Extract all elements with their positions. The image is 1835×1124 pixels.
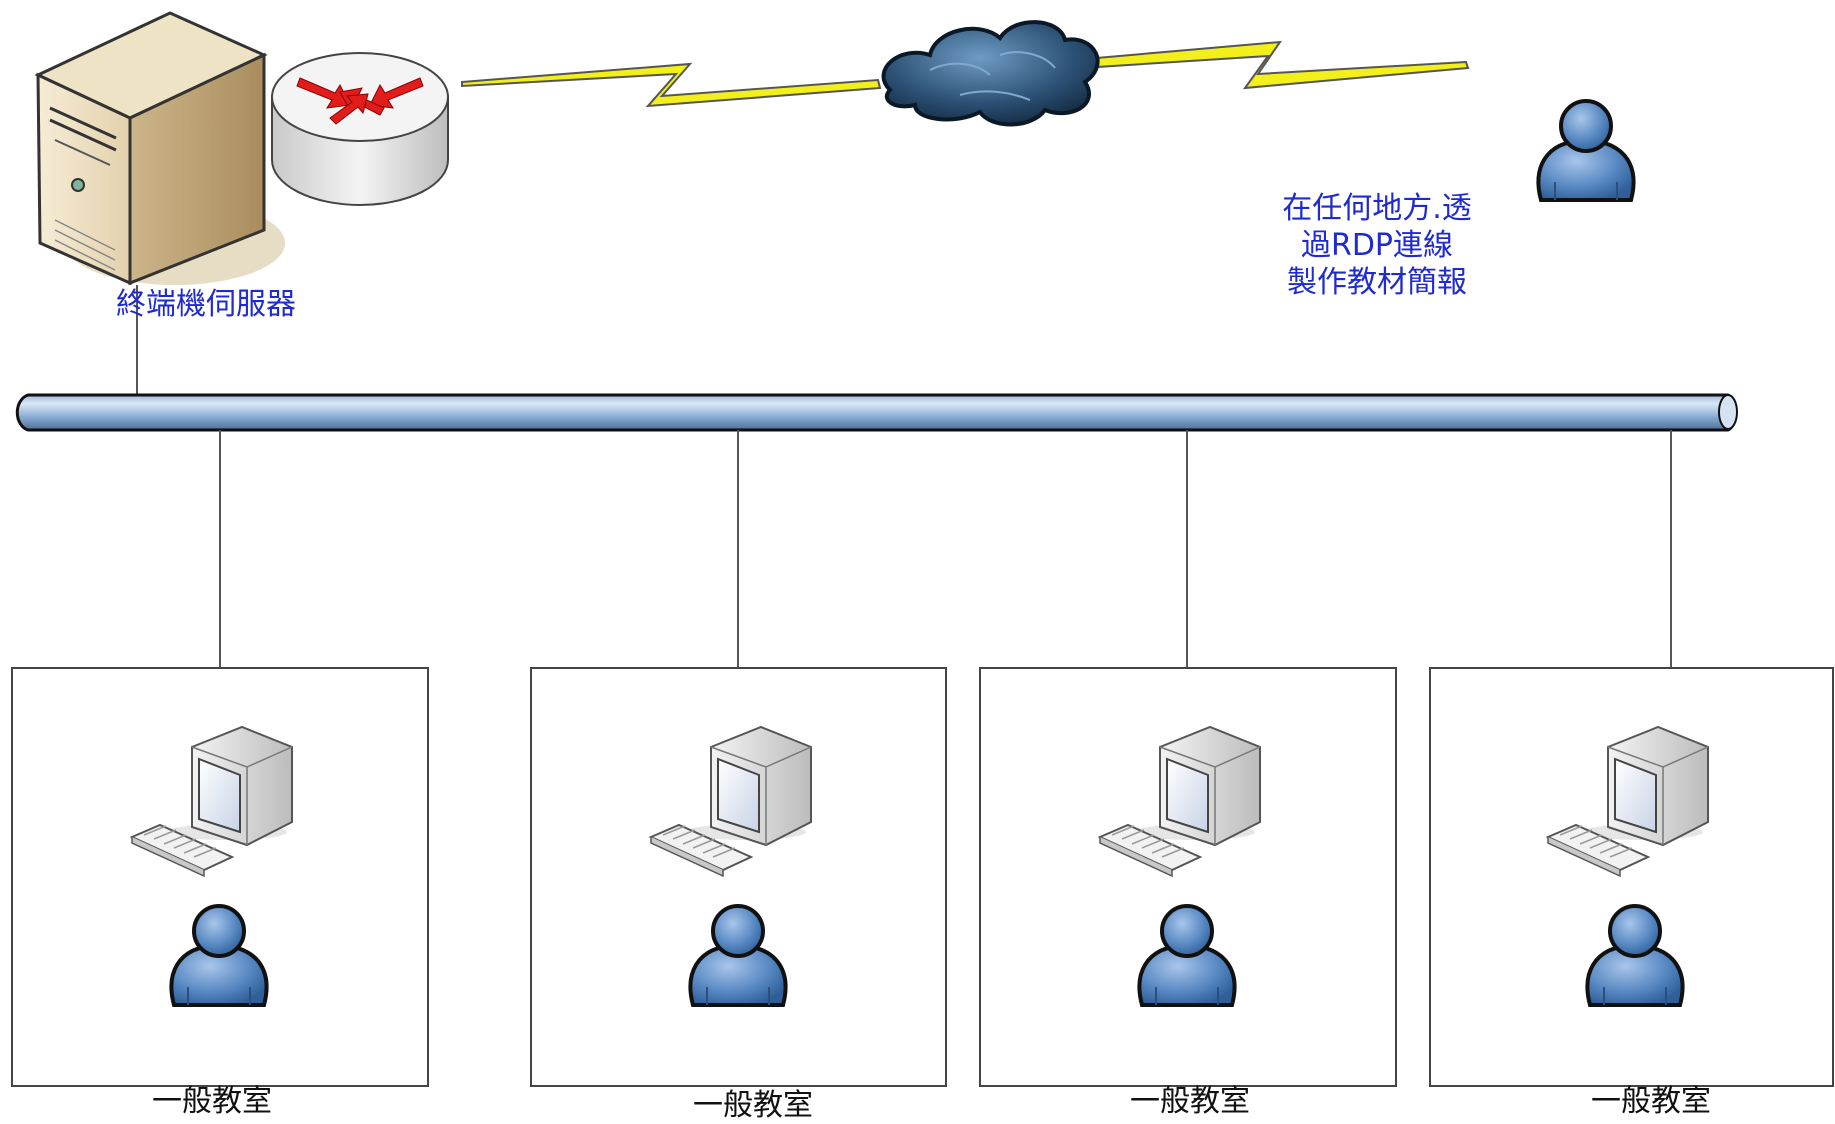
classroom-box	[11, 667, 429, 1087]
remote-label-line: 過RDP連線	[1300, 228, 1454, 263]
user-icon	[1536, 99, 1636, 202]
classroom-label: 一般教室	[1130, 1084, 1250, 1119]
remote-label-line: 製作教材簡報	[1287, 265, 1467, 300]
router-icon	[271, 52, 449, 206]
lightning-link-icon	[461, 62, 882, 108]
network-bus-pipe	[15, 393, 1738, 432]
classroom-label: 一般教室	[152, 1084, 272, 1119]
server-tower-icon	[34, 11, 285, 286]
classroom-box	[530, 667, 947, 1087]
lightning-link-icon	[1049, 40, 1470, 90]
remote-user-label: 在任何地方.透 過RDP連線 製作教材簡報	[1262, 190, 1492, 301]
classroom-box	[1429, 667, 1834, 1087]
classroom-label: 一般教室	[1591, 1084, 1711, 1119]
server-label: 終端機伺服器	[116, 287, 296, 322]
internet-cloud-icon	[881, 20, 1100, 127]
classroom-box	[979, 667, 1397, 1087]
classroom-label: 一般教室	[693, 1088, 813, 1123]
remote-label-line: 在任何地方.透	[1282, 191, 1472, 226]
